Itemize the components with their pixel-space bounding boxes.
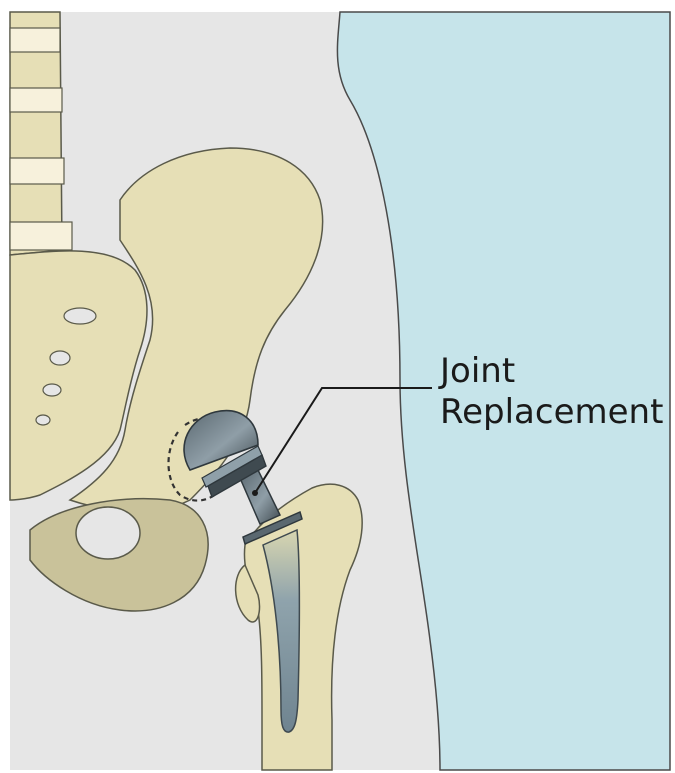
sacral-foramen [64,308,96,324]
vertebra-disc [10,158,64,184]
vertebra-disc [10,88,62,112]
vertebra-disc [10,28,60,52]
sacral-foramen [36,415,50,425]
obturator-foramen [76,507,140,559]
callout-label-line1: Joint [438,351,515,391]
sacral-foramen [50,351,70,365]
vertebra-disc [10,222,72,250]
sacral-foramen [43,384,61,396]
callout-label-line2: Replacement [440,392,663,432]
